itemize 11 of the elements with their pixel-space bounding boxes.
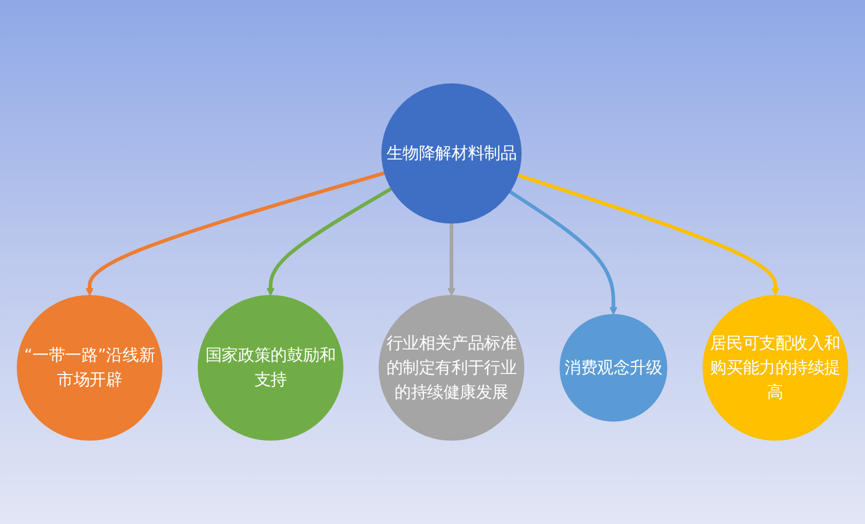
node-circle: 居民可支配收入和购买能力的持续提高 xyxy=(702,295,848,441)
node-circle: “一带一路”沿线新市场开辟 xyxy=(16,295,162,441)
node-circle: 国家政策的鼓励和支持 xyxy=(198,295,344,441)
node-circle: 生物降解材料制品 xyxy=(381,83,522,224)
node-circle: 消费观念升级 xyxy=(560,314,668,422)
arrow xyxy=(508,190,618,315)
node-circle: 行业相关产品标准的制定有利于行业的持续健康发展 xyxy=(378,295,524,441)
arrow xyxy=(86,171,386,296)
arrow xyxy=(517,173,780,296)
arrow xyxy=(266,187,392,296)
arrow xyxy=(448,223,456,296)
